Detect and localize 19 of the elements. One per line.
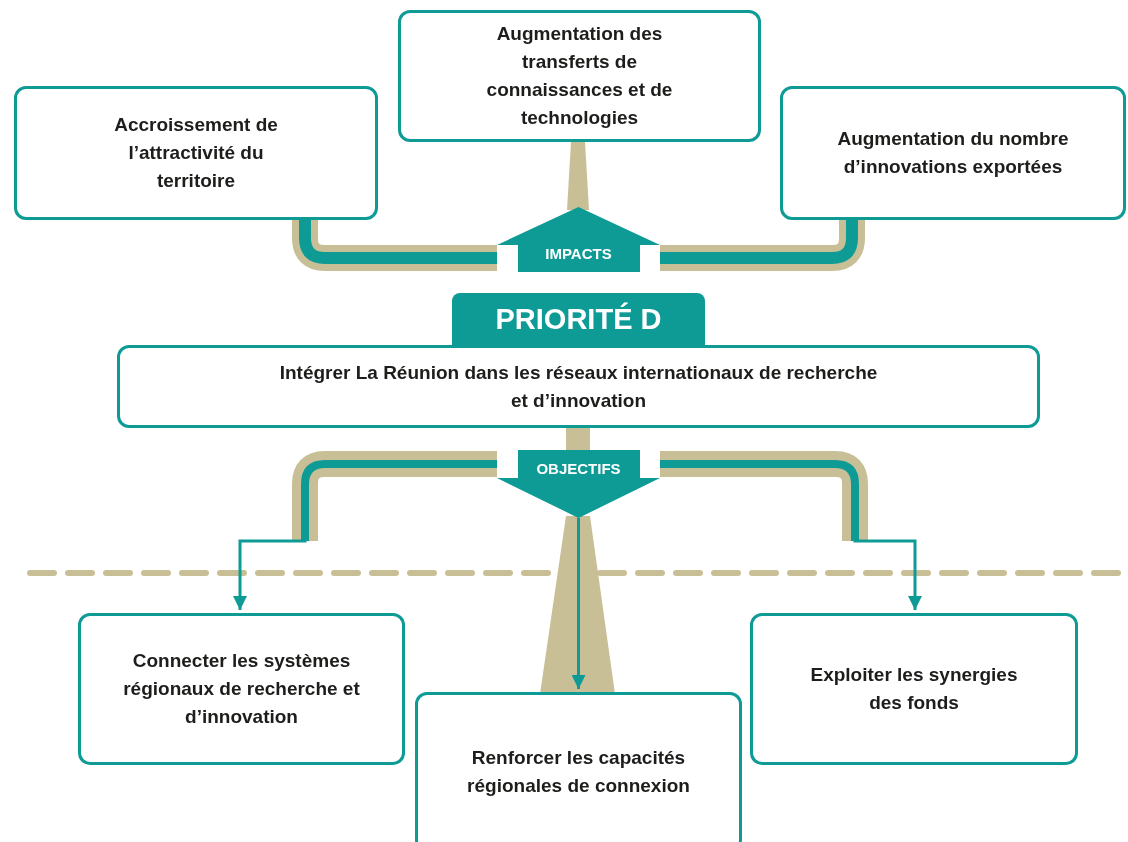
down-arrow bbox=[497, 450, 660, 518]
box-text: Renforcer les capacités régionales de connexion bbox=[466, 746, 691, 798]
box-text: Accroissement de l’attractivité du territoire bbox=[113, 113, 279, 193]
up-arrow bbox=[497, 207, 660, 272]
box-text: Augmentation du nombre d’innovations exportées bbox=[836, 127, 1070, 179]
text-box bbox=[117, 345, 1040, 428]
box-text: Exploiter les synergies des fonds bbox=[809, 663, 1019, 715]
priority-tab bbox=[452, 293, 705, 345]
text-box bbox=[750, 613, 1078, 765]
arrow-label: IMPACTS bbox=[545, 244, 612, 264]
arrow-label: OBJECTIFS bbox=[536, 459, 621, 479]
box-text: Augmentation des transferts de connaissances et de technologies bbox=[485, 22, 674, 130]
text-box bbox=[14, 86, 378, 220]
box-text: Connecter les systèmes régionaux de recherche et d’innovation bbox=[122, 649, 361, 729]
text-box bbox=[780, 86, 1126, 220]
text-box bbox=[398, 10, 761, 142]
text-box bbox=[415, 692, 742, 842]
box-text: Intégrer La Réunion dans les réseaux internationaux de recherche et d’innovation bbox=[278, 360, 879, 413]
text-box bbox=[78, 613, 405, 765]
